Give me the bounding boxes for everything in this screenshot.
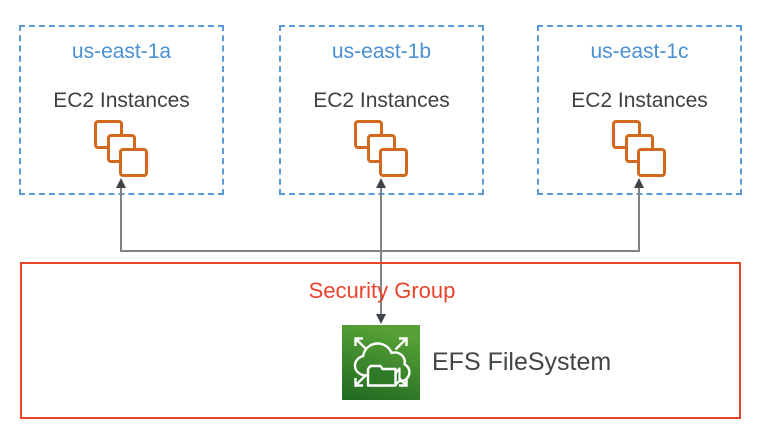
ec2-instances-label: EC2 Instances	[571, 89, 708, 112]
az-title: us-east-1c	[590, 40, 689, 63]
connector-horizontal-line	[120, 250, 640, 252]
az-title: us-east-1a	[71, 40, 172, 63]
ec2-square-icon	[379, 148, 408, 177]
arrowhead-down-efs	[376, 314, 386, 324]
connector-vertical-line-zone-a	[120, 187, 122, 250]
ec2-square-icon	[119, 148, 148, 177]
connector-vertical-line-zone-c	[638, 187, 640, 250]
efs-filesystem-label: EFS FileSystem	[432, 348, 612, 376]
az-title: us-east-1b	[331, 40, 432, 63]
efs-cloud-folder-arrows-icon	[342, 325, 420, 400]
ec2-instances-stack-icon	[94, 120, 150, 178]
arrowhead-up-zone-c	[634, 178, 644, 188]
arrowhead-up-zone-a	[116, 178, 126, 188]
arrowhead-up-zone-b	[376, 178, 386, 188]
security-group-box	[20, 262, 741, 419]
az-box-us-east-1b: us-east-1b EC2 Instances	[279, 25, 484, 195]
connector-vertical-line-zone-b-efs	[380, 187, 382, 315]
ec2-square-icon	[637, 148, 666, 177]
az-box-us-east-1a: us-east-1a EC2 Instances	[19, 25, 224, 195]
ec2-instances-stack-icon	[354, 120, 410, 178]
az-box-us-east-1c: us-east-1c EC2 Instances	[537, 25, 742, 195]
ec2-instances-label: EC2 Instances	[53, 89, 190, 112]
ec2-instances-label: EC2 Instances	[313, 89, 450, 112]
ec2-instances-stack-icon	[612, 120, 668, 178]
security-group-label: Security Group	[308, 278, 456, 303]
